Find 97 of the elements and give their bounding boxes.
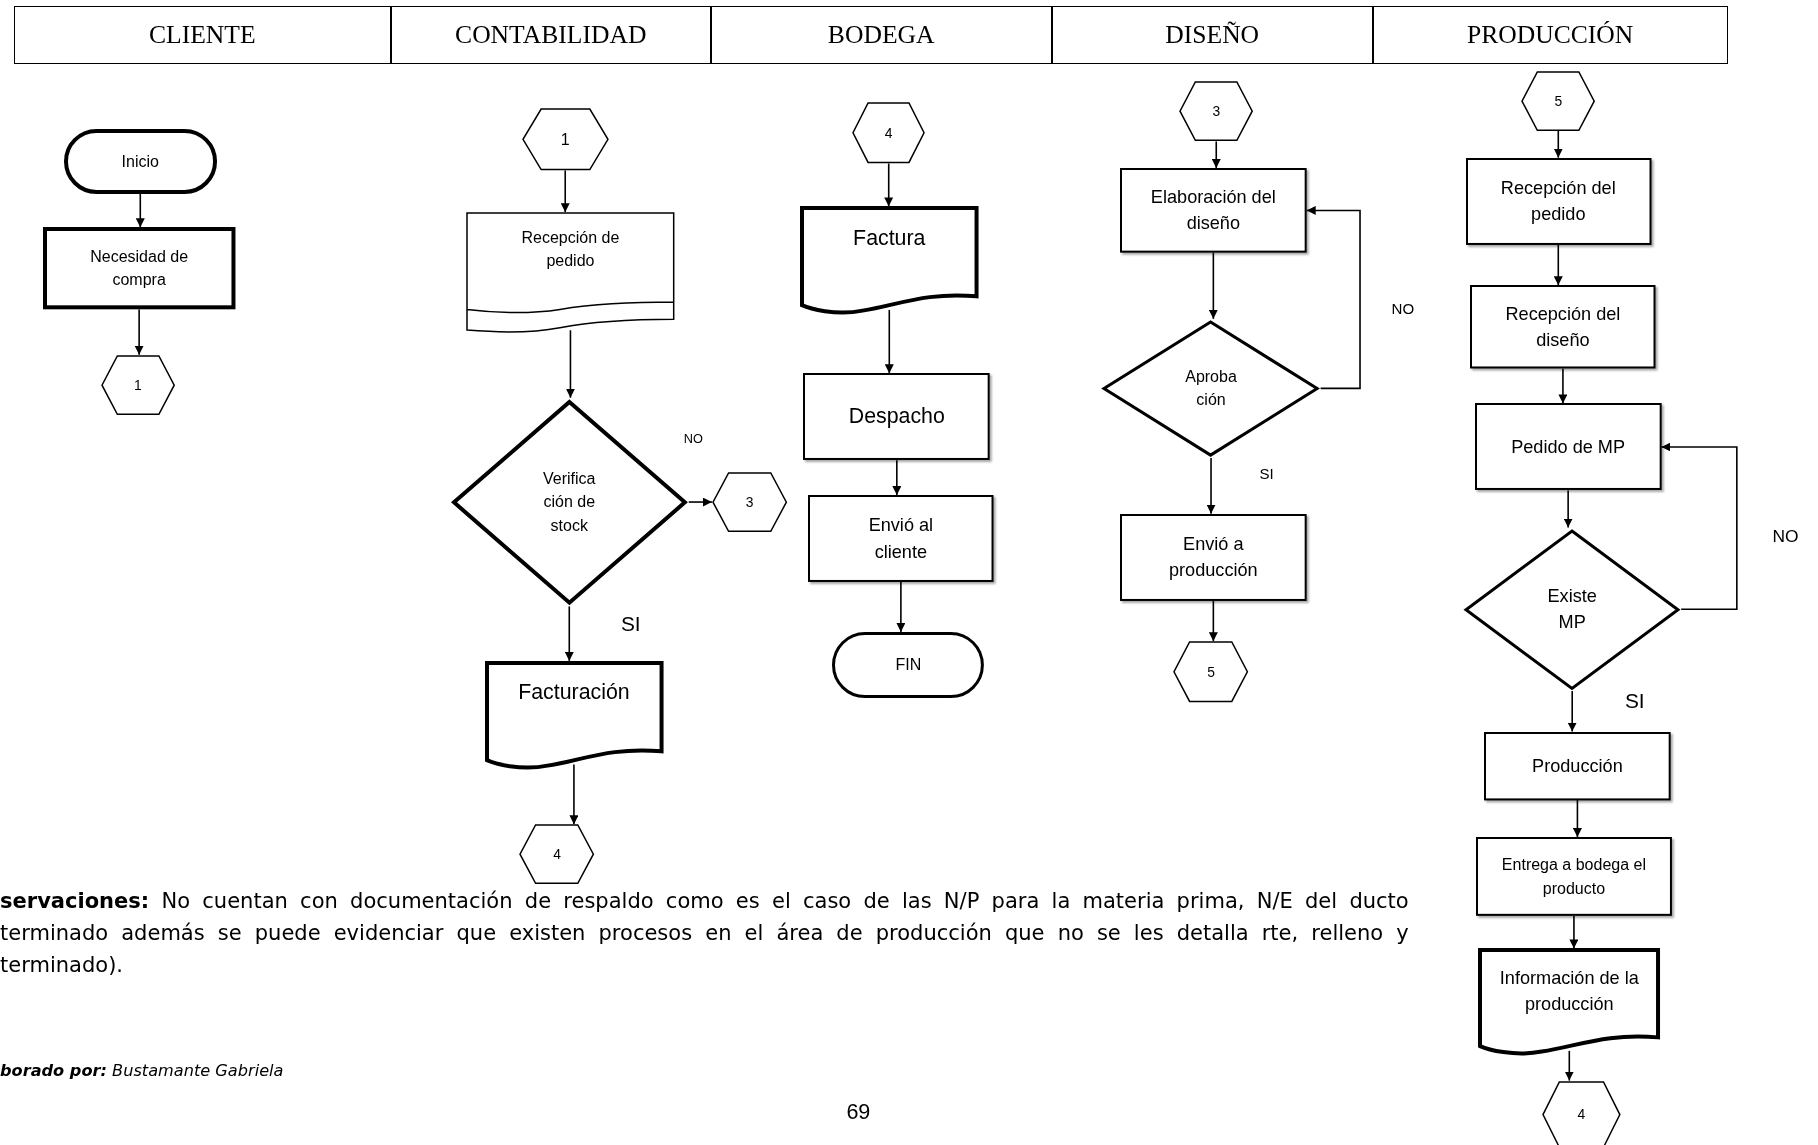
document-shape bbox=[800, 206, 979, 317]
document-shape bbox=[1478, 948, 1661, 1058]
arrow bbox=[1305, 205, 1361, 390]
edge-label: SI bbox=[1259, 464, 1274, 482]
arrow bbox=[1572, 799, 1582, 838]
node-label: Envió a producción bbox=[1168, 532, 1259, 583]
node-label: PRODUCCIÓN bbox=[1466, 19, 1634, 52]
node-label: 3 bbox=[745, 493, 754, 512]
lane-header bbox=[1051, 5, 1373, 64]
process-box bbox=[808, 495, 994, 583]
arrow bbox=[1564, 1050, 1574, 1082]
arrow bbox=[884, 309, 894, 375]
connector-hexagon bbox=[521, 107, 609, 171]
arrow bbox=[1558, 367, 1568, 405]
edge-label: NO bbox=[683, 430, 703, 446]
node-label: Entrega a bodega el producto bbox=[1500, 855, 1647, 899]
lane-header bbox=[390, 5, 711, 64]
observation-note: servaciones: No cuentan con documentación de respaldo como es el caso de las N/P para la materia prima, N/E del ducto terminado además se puede evidenciar que existen procesos en el área de producción que no se les detalla rte, relleno y terminado). bbox=[0, 886, 1409, 979]
node-label: Elaboración del diseño bbox=[1149, 186, 1277, 236]
node-label: 3 bbox=[1212, 102, 1221, 122]
multi-document-shape bbox=[466, 212, 675, 334]
arrow bbox=[1211, 140, 1221, 169]
node-label: Existe MP bbox=[1546, 584, 1598, 635]
process-box bbox=[1470, 285, 1656, 369]
node-label: Pedido de MP bbox=[1511, 435, 1626, 459]
node-label: Verifica ción de stock bbox=[542, 469, 597, 536]
node-label: 5 bbox=[1207, 662, 1215, 682]
node-label: Información de la producción bbox=[1498, 966, 1640, 1016]
arrow bbox=[892, 459, 902, 496]
edge-label: SI bbox=[620, 611, 641, 636]
node-label: BODEGA bbox=[827, 19, 935, 52]
connector-hexagon bbox=[1521, 70, 1596, 131]
node-label: 4 bbox=[884, 123, 893, 143]
arrow bbox=[565, 329, 575, 399]
node-label: Facturación bbox=[518, 679, 630, 707]
node-label: Recepción de pedido bbox=[520, 228, 621, 272]
node-label: CONTABILIDAD bbox=[455, 19, 647, 52]
edge-label: NO bbox=[1391, 299, 1415, 317]
process-box bbox=[1120, 513, 1307, 601]
arrow bbox=[569, 763, 579, 826]
process-box bbox=[1120, 168, 1307, 253]
connector-hexagon bbox=[100, 354, 176, 416]
node-label: 5 bbox=[1554, 91, 1563, 111]
node-label: Envió al cliente bbox=[867, 514, 935, 564]
arrow bbox=[1563, 489, 1573, 529]
node-label: Recepción del pedido bbox=[1499, 176, 1617, 227]
arrow bbox=[1660, 442, 1738, 611]
node-label: Despacho bbox=[848, 403, 945, 431]
process-box bbox=[42, 227, 236, 310]
lane-header bbox=[1372, 5, 1728, 64]
process-box bbox=[1475, 837, 1672, 916]
connector-hexagon bbox=[852, 102, 926, 164]
process-box bbox=[1465, 157, 1651, 245]
connector-hexagon bbox=[519, 824, 595, 885]
node-label: Recepción del diseño bbox=[1504, 302, 1622, 352]
process-box bbox=[1484, 731, 1671, 800]
arrow bbox=[1208, 251, 1218, 320]
node-label: Inicio bbox=[121, 151, 159, 172]
arrow bbox=[1553, 130, 1563, 159]
node-label: 1 bbox=[560, 129, 570, 150]
node-label: Aproba ción bbox=[1184, 367, 1238, 411]
connector-hexagon bbox=[711, 471, 788, 533]
arrow bbox=[1567, 690, 1577, 733]
arrow bbox=[884, 162, 894, 208]
process-box bbox=[803, 373, 991, 461]
node-label: FIN bbox=[895, 655, 922, 676]
edge-label: NO bbox=[1772, 525, 1799, 547]
arrow bbox=[560, 169, 570, 213]
node-label: Factura bbox=[853, 224, 926, 252]
arrow bbox=[1553, 243, 1563, 287]
connector-hexagon bbox=[1542, 1080, 1621, 1145]
lane-header bbox=[13, 5, 391, 64]
node-label: DISEÑO bbox=[1165, 19, 1260, 52]
node-label: CLIENTE bbox=[149, 19, 256, 52]
node-label: 4 bbox=[1577, 1105, 1586, 1125]
arrow bbox=[135, 192, 145, 229]
decision-diamond bbox=[1101, 318, 1321, 458]
document-shape bbox=[484, 660, 664, 771]
arrow bbox=[1206, 457, 1216, 515]
node-label: Necesidad de compra bbox=[89, 247, 190, 291]
process-box bbox=[1474, 403, 1662, 491]
node-label: 1 bbox=[134, 375, 142, 395]
arrow bbox=[1569, 915, 1579, 950]
arrow bbox=[1208, 599, 1218, 642]
arrow bbox=[896, 581, 906, 633]
decision-diamond bbox=[1463, 527, 1682, 691]
edge-label: SI bbox=[1624, 689, 1645, 714]
lane-header bbox=[710, 5, 1052, 64]
node-label: 4 bbox=[553, 845, 561, 865]
page-number: 69 bbox=[846, 1097, 872, 1126]
arrow bbox=[134, 308, 144, 356]
arrow bbox=[687, 497, 713, 507]
arrow bbox=[564, 605, 574, 662]
connector-hexagon bbox=[1173, 641, 1249, 703]
node-label: Producción bbox=[1532, 754, 1623, 778]
author-note: borado por: Bustamante Gabriela bbox=[0, 1059, 285, 1082]
connector-hexagon bbox=[1179, 81, 1254, 142]
